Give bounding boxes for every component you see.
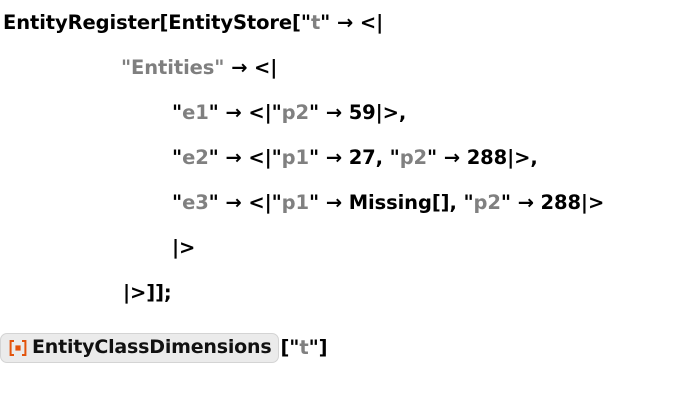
code-token-arrow: → <| (218, 191, 272, 214)
code-token-str: e3 (182, 191, 209, 214)
code-token-str: p2 (399, 146, 428, 169)
code-token-num: 59 (348, 101, 376, 124)
code-token-num: 288 (466, 146, 508, 169)
code-token-str: e2 (182, 146, 209, 169)
code-token-quote: " (389, 146, 400, 169)
resource-function-icon (7, 337, 29, 359)
code-token-arrow: → (319, 101, 349, 124)
code-token-str: p2 (473, 191, 501, 214)
code-token-quote: " (208, 146, 219, 169)
code-token-sym: |>]]; (123, 281, 172, 304)
code-token-quote: " (300, 11, 311, 34)
code-token-quote: " (309, 146, 320, 169)
code-token-arrow: → <| (218, 146, 272, 169)
code-token-sym: |>, (375, 101, 407, 124)
code-token-arrow: → (437, 146, 467, 169)
code-token-arrow: → (319, 191, 349, 214)
code-line: |> (0, 225, 674, 270)
code-token-quote: " (172, 191, 183, 214)
code-token-sym: , (375, 146, 390, 169)
code-token-sym: |> (172, 236, 196, 259)
code-token-str: p1 (281, 191, 309, 214)
code-token-str: t (310, 11, 321, 34)
resource-function-expression[interactable]: EntityClassDimensions ["t"] (0, 331, 328, 365)
code-token-arrow: → (319, 146, 349, 169)
code-token-quote: " (172, 146, 183, 169)
code-line: "e1" → <|"p2" → 59|>, (0, 90, 674, 135)
code-token-quote: " (271, 191, 282, 214)
code-line: |>]]; (0, 270, 674, 315)
code-token-quote: " (309, 101, 320, 124)
wolfram-input-cell[interactable]: EntityRegister[EntityStore["t" → <|"Enti… (0, 0, 674, 315)
code-token-str: e1 (182, 101, 209, 124)
rf-arg-token-quote: " (308, 335, 319, 359)
rf-arg-token-sym: ] (318, 335, 328, 359)
code-token-sym: Missing[], (348, 191, 464, 214)
rf-arg-token-str: t (299, 335, 309, 359)
code-token-num: 27 (348, 146, 376, 169)
resource-function-name: EntityClassDimensions (32, 336, 272, 358)
code-line: "e2" → <|"p1" → 27, "p2" → 288|>, (0, 135, 674, 180)
code-line: "Entities" → <| (0, 45, 674, 90)
code-token-arrow: → (510, 191, 541, 214)
rf-arg-token-sym: [ (280, 335, 290, 359)
code-token-quote: " (427, 146, 438, 169)
rf-arg-token-quote: " (289, 335, 300, 359)
code-token-arrow: → <| (218, 101, 272, 124)
code-token-quote: " (320, 11, 331, 34)
code-token-arrow: → <| (224, 56, 278, 79)
code-token-quote: " (271, 101, 282, 124)
code-token-sym: |>, (507, 146, 538, 169)
code-token-quote: " (309, 191, 320, 214)
code-token-strall: "Entities" (121, 56, 225, 79)
code-token-quote: " (208, 101, 219, 124)
code-token-str: p2 (281, 101, 309, 124)
code-token-quote: " (271, 146, 282, 169)
code-token-str: p1 (281, 146, 309, 169)
resource-function-frame[interactable]: EntityClassDimensions (0, 333, 280, 363)
resource-function-arguments: ["t"] (280, 338, 327, 359)
code-token-quote: " (500, 191, 511, 214)
code-line: "e3" → <|"p1" → Missing[], "p2" → 288|> (0, 180, 674, 225)
code-line: EntityRegister[EntityStore["t" → <| (0, 0, 674, 45)
code-token-sym: EntityRegister[EntityStore[ (3, 11, 301, 34)
code-token-quote: " (463, 191, 474, 214)
code-token-num: 288 (540, 191, 582, 214)
code-token-sym: |> (580, 191, 605, 214)
code-token-arrow: → <| (330, 11, 384, 34)
code-token-quote: " (172, 101, 183, 124)
code-token-quote: " (208, 191, 219, 214)
